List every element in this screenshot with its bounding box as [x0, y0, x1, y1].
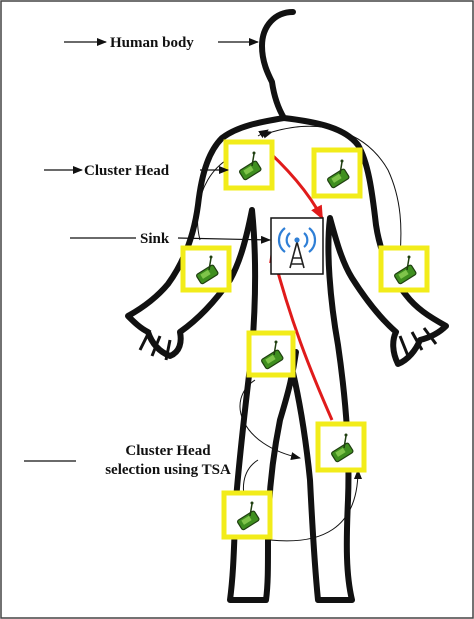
label-sink: Sink: [140, 231, 170, 247]
label-tsa-line2: selection using TSA: [105, 462, 231, 478]
label-cluster-head: Cluster Head: [84, 163, 170, 179]
label-tsa-line1: Cluster Head: [125, 443, 211, 459]
node-left-thigh: [246, 330, 296, 378]
wireless-tower-icon: [277, 227, 317, 269]
right-hand-fingers: [398, 327, 438, 357]
label-human-body: Human body: [110, 35, 194, 51]
link-foot-to-knee: [269, 469, 362, 542]
node-chest-right: [311, 147, 363, 199]
left-hand-fingers: [138, 329, 172, 361]
node-left-arm: [180, 245, 232, 293]
node-cluster-head-chest: [223, 139, 275, 191]
link-arrowhead-top: [257, 129, 269, 139]
node-right-arm: [378, 245, 430, 293]
link-thigh-to-knee: [239, 379, 301, 460]
pointer-sink-right: [177, 235, 271, 244]
sink-node: [270, 217, 324, 275]
node-left-foot: [221, 490, 273, 540]
link-right-arm-to-ch: [262, 125, 402, 256]
node-cluster-head-knee: [315, 421, 367, 473]
